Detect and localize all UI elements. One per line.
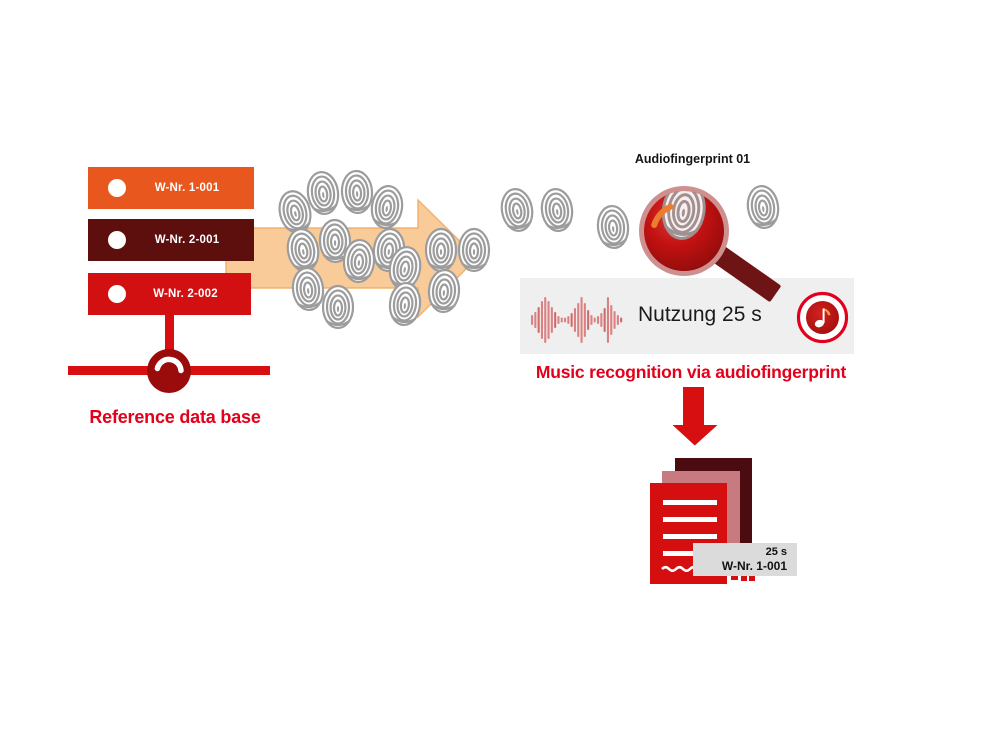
flow-arrow-down-icon [672,387,718,446]
database-node-icon [147,349,191,393]
fingerprint-icon [457,226,491,274]
fingerprint-icon [303,167,343,219]
fingerprint-icon [338,167,375,217]
document-text-line [663,534,717,539]
document-text-line [663,551,717,556]
fingerprint-icon [386,278,425,329]
result-duration: 25 s [765,546,787,558]
result-work-number: W-Nr. 1-001 [721,559,787,573]
fingerprint-icon [424,226,458,274]
reference-database-caption: Reference data base [89,407,261,427]
fingerprint-icon [340,236,377,286]
fingerprint-icon [289,263,328,314]
server-bar-1: W-Nr. 1-001 [88,167,254,209]
fingerprint-icon [496,183,538,236]
fingerprint-icon [384,241,426,294]
audiofingerprint-title: Audiofingerprint 01 [634,152,751,166]
result-label: 25 s W-Nr. 1-001 [693,543,797,576]
music-note-icon [796,291,849,344]
fingerprint-icon [317,216,353,265]
server-label: W-Nr. 2-002 [153,288,218,300]
fingerprint-icon [282,223,324,276]
clipped-text-remnant [749,576,755,581]
fingerprint-icon [537,184,577,236]
fingerprint-icon [425,266,462,316]
magnifier-icon [639,186,781,302]
document-text-line [663,500,717,505]
waveform-icon [531,297,623,343]
recognition-caption: Music recognition via audiofingerprint [535,362,847,382]
document-front [650,483,727,584]
server-bar-3: W-Nr. 2-002 [88,273,251,315]
db-connector-vertical [165,313,174,351]
server-dot-icon [108,231,126,249]
fingerprint-icon [367,181,407,233]
clipped-text-remnant [731,575,738,580]
fingerprint-icon [273,185,318,240]
server-label: W-Nr. 2-001 [154,234,220,246]
clipped-text-remnant [741,575,747,581]
fingerprint-icon [370,224,409,275]
server-label: W-Nr. 1-001 [154,182,220,194]
server-bar-2: W-Nr. 2-001 [88,219,254,261]
fingerprint-icon [321,283,355,331]
server-dot-icon [108,179,126,197]
document-text-line [663,517,717,522]
server-dot-icon [108,285,126,303]
usage-text: Nutzung 25 s [638,303,762,326]
